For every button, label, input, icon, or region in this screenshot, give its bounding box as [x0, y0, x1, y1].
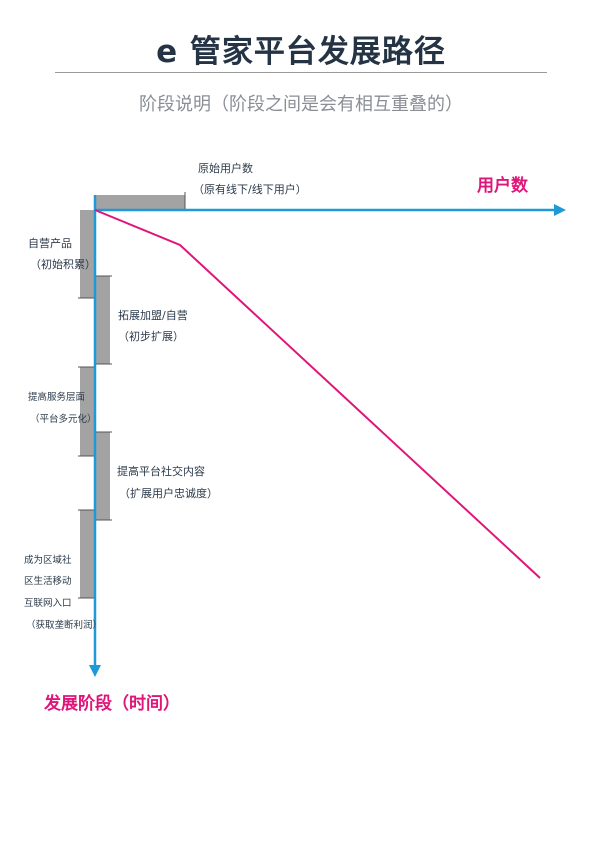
- page-title: e 管家平台发展路径: [156, 34, 446, 70]
- initial-users-bar: [95, 195, 185, 209]
- stage-3-label-line1: 提高服务层面: [28, 392, 86, 403]
- stage-bar-2: [95, 276, 110, 364]
- stage-bar-1: [80, 210, 95, 298]
- stage-2-label-line1: 拓展加盟/自营: [118, 309, 188, 322]
- stage-bar-5: [80, 510, 95, 598]
- stage-1-label-line2: （初始积累）: [30, 258, 96, 271]
- stage-bar-3: [80, 367, 95, 456]
- stage-bar-4: [95, 432, 110, 520]
- stage-5-label-line4: （获取垄断利润）: [26, 620, 103, 631]
- initial-users-label-line2: （原有线下/线下用户）: [193, 183, 307, 196]
- growth-trend-line: [94, 209, 541, 579]
- stage-5-label-line2: 区生活移动: [24, 576, 72, 587]
- initial-users-label-line1: 原始用户数: [198, 162, 253, 175]
- stage-4-label-line1: 提高平台社交内容: [117, 465, 205, 478]
- stage-3-label-line2: （平台多元化）: [30, 414, 97, 425]
- stage-5-label-line1: 成为区域社: [24, 555, 72, 566]
- stage-1-label-line1: 自营产品: [28, 237, 72, 250]
- title-divider: [55, 72, 547, 73]
- stage-5-label-line3: 互联网入口: [24, 598, 72, 609]
- stage-2-label-line2: （初步扩展）: [118, 330, 184, 343]
- y-axis-arrow-icon: [89, 665, 101, 677]
- page-subtitle: 阶段说明（阶段之间是会有相互重叠的）: [139, 94, 463, 115]
- x-axis-arrow-icon: [554, 204, 566, 216]
- x-axis-label: 用户数: [477, 176, 528, 196]
- stage-4-label-line2: （扩展用户忠诚度）: [119, 487, 218, 500]
- y-axis-label: 发展阶段（时间）: [44, 694, 180, 714]
